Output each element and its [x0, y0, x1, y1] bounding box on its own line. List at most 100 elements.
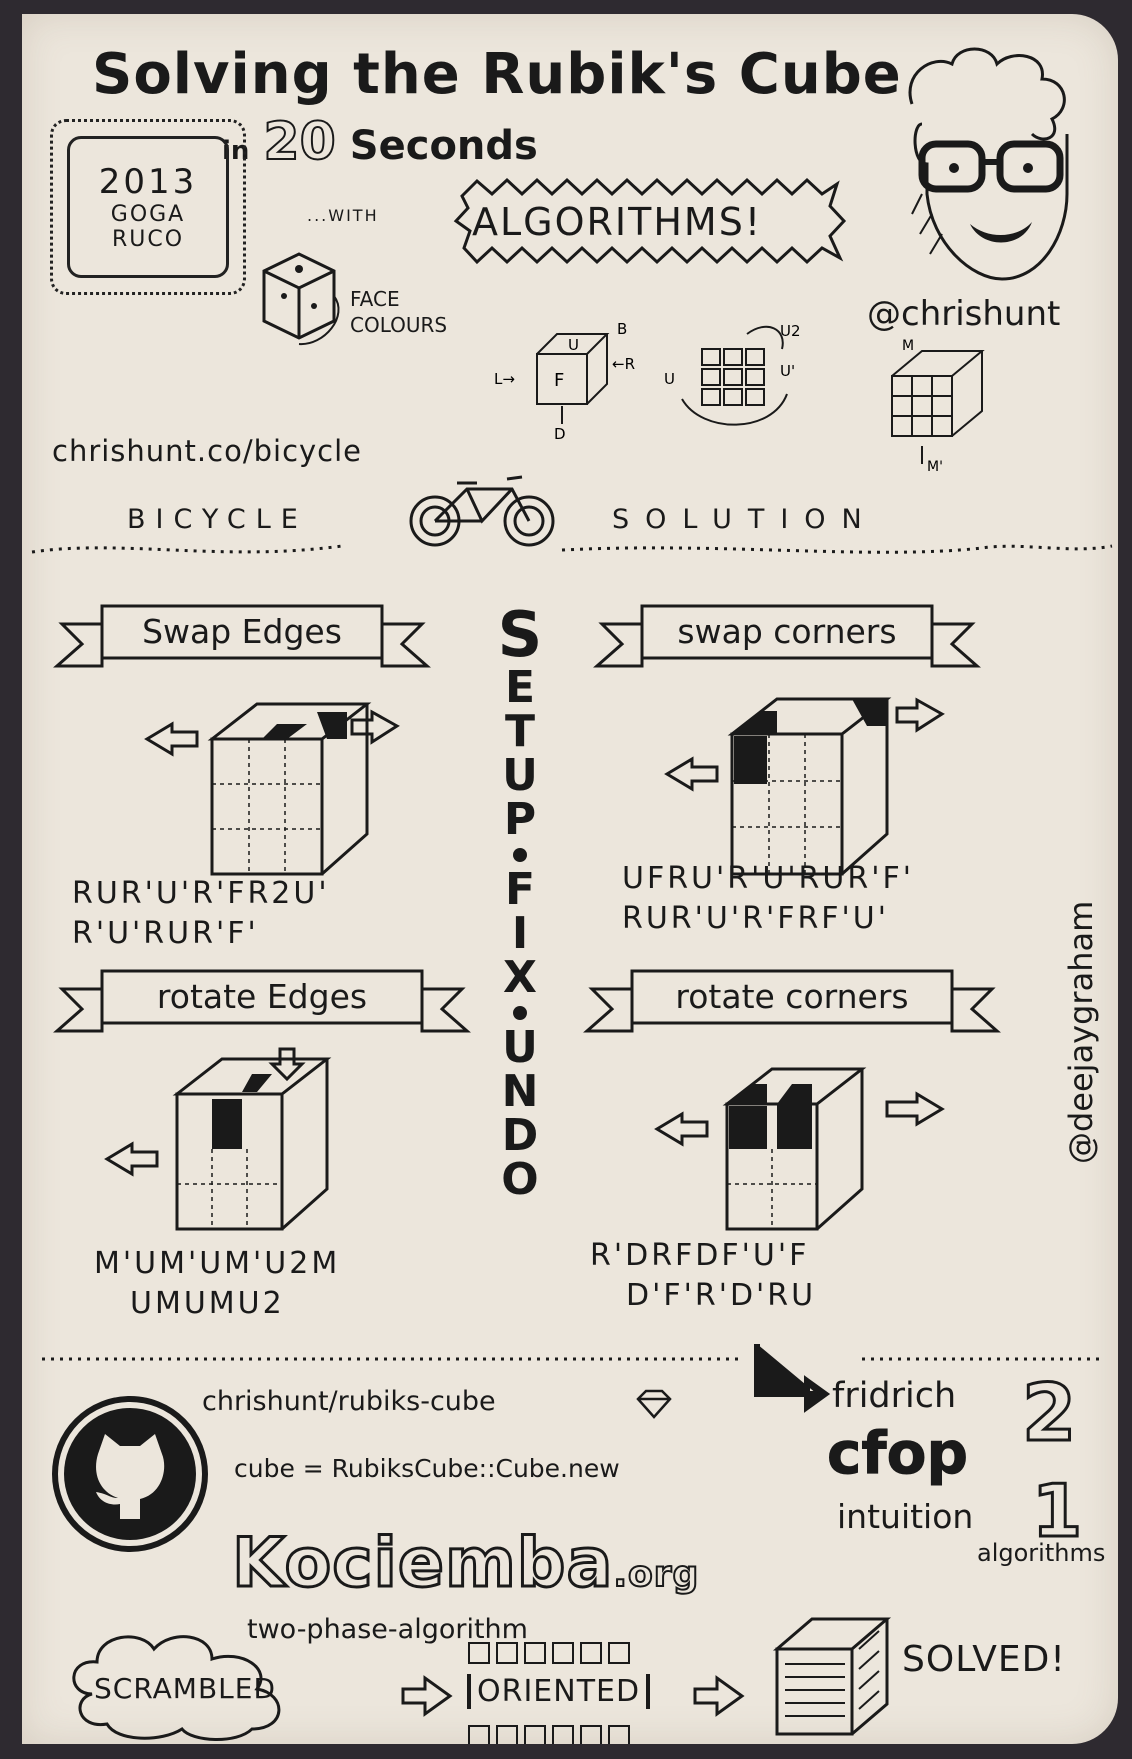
- swap-edges-label-text: Swap Edges: [142, 612, 342, 651]
- swap-edges-label: Swap Edges: [77, 592, 407, 682]
- bicycle-label: BICYCLE: [127, 504, 308, 535]
- solved-text: SOLVED!: [902, 1639, 1066, 1680]
- vertical-etup: E: [504, 662, 536, 713]
- title-number: 20: [262, 111, 336, 173]
- page-title: Solving the Rubik's Cube: [92, 42, 902, 107]
- rotate-edges-label: rotate Edges: [102, 957, 422, 1047]
- with-text: ...WITH: [307, 206, 379, 225]
- rotate-corners-label: rotate corners: [632, 957, 952, 1047]
- m-slice-cube-icon: M M': [891, 338, 985, 475]
- github-octocat-icon: [52, 1396, 208, 1552]
- move-u-prime: U': [780, 362, 795, 380]
- vertical-s: S: [497, 598, 543, 671]
- rotate-edges-algorithm: M'UM'UM'U2M UMUMU2: [94, 1244, 340, 1324]
- vertical-x: X: [503, 952, 537, 1003]
- solved-cube-icon: [772, 1617, 892, 1736]
- section-divider-top: [31, 544, 1113, 554]
- vertical-dot-2: [513, 1006, 527, 1020]
- notation-b: B: [617, 320, 627, 338]
- event-badge: 2013 GOGA RUCO: [50, 119, 246, 295]
- event-badge-inner: 2013 GOGA RUCO: [67, 136, 229, 278]
- face-notation-cube-icon: F U L→ ←R B D: [494, 320, 635, 443]
- notation-f: F: [554, 370, 564, 391]
- scrambled-text: SCRAMBLED: [94, 1672, 277, 1705]
- vertical-u2: U: [502, 1022, 538, 1073]
- bicycle-url: chrishunt.co/bicycle: [52, 434, 363, 468]
- vertical-p: P: [503, 794, 537, 845]
- notation-d: D: [554, 425, 566, 443]
- method-algorithms: algorithms: [977, 1539, 1106, 1567]
- scrambled-cloud: SCRAMBLED: [62, 1624, 362, 1744]
- method-intuition: intuition: [837, 1497, 974, 1536]
- rotate-edges-label-text: rotate Edges: [156, 977, 368, 1016]
- github-repo: chrishunt/rubiks-cube: [202, 1386, 496, 1417]
- method-number-two: 2: [1020, 1368, 1077, 1461]
- arrow-right-icon-2: [693, 1675, 745, 1717]
- oriented-squares-top: [468, 1642, 630, 1664]
- algorithms-text: ALGORITHMS!: [472, 200, 763, 244]
- rotate-corners-banner-icon: [583, 969, 1001, 1033]
- swap-edges-algo-line2: R'U'RUR'F': [72, 916, 259, 951]
- vertical-d: D: [501, 1110, 539, 1161]
- oriented-squares-bottom: [468, 1725, 630, 1744]
- vertical-f: F: [504, 864, 536, 915]
- burst-outline-icon: [453, 177, 847, 265]
- method-number-one: 1: [1030, 1468, 1083, 1555]
- face-colours-cube-icon: [262, 252, 340, 346]
- notation-l: L→: [494, 370, 515, 388]
- algorithms-burst: ALGORITHMS!: [452, 176, 847, 266]
- swap-corners-label-text: swap corners: [677, 612, 897, 651]
- u-moves-diagram-icon: U U' U2: [664, 322, 801, 426]
- gem-icon: [636, 1389, 672, 1419]
- swap-edges-cube-icon: [144, 702, 400, 876]
- vertical-i: I: [511, 908, 529, 959]
- swap-corners-algo-line1: UFRU'R'U'RUR'F': [622, 861, 914, 896]
- vertical-dot-1: [513, 848, 527, 862]
- method-fridrich: fridrich: [832, 1376, 957, 1416]
- swap-corners-algo-line2: RUR'U'R'FRF'U': [622, 901, 889, 936]
- method-arrow-icon: [754, 1344, 831, 1413]
- slice-m: M: [902, 338, 914, 354]
- rotate-edges-cube-icon: [104, 1047, 332, 1231]
- github-code: cube = RubiksCube::Cube.new: [234, 1454, 620, 1483]
- kociemba-tld: .org: [612, 1553, 700, 1596]
- swap-corners-cube-icon: [664, 697, 945, 876]
- bicycle-icon: [409, 475, 555, 547]
- notation-r: ←R: [612, 355, 635, 373]
- face-colours-line1: FACE: [350, 287, 400, 311]
- setup-fix-undo: S E T U P F I X U N D O: [490, 604, 550, 1202]
- vertical-u: U: [502, 750, 538, 801]
- artist-handle: @deejaygraham: [1062, 900, 1100, 1164]
- rotate-corners-algorithm: R'DRFDF'U'F D'F'R'D'RU: [590, 1236, 816, 1316]
- two-phase-algorithm: two-phase-algorithm: [247, 1614, 528, 1645]
- rotate-edges-algo-line1: M'UM'UM'U2M: [94, 1246, 341, 1281]
- presenter-face: [882, 44, 1092, 289]
- vertical-t: T: [504, 706, 535, 757]
- cloud-icon: [72, 1635, 281, 1741]
- rotate-edges-banner-icon: [53, 969, 471, 1033]
- slice-m-prime: M': [927, 459, 943, 475]
- vertical-o: O: [501, 1154, 539, 1205]
- arrow-right-icon-1: [401, 1675, 453, 1717]
- rotate-corners-algo-line2: D'F'R'D'RU: [626, 1278, 817, 1313]
- title-seconds: Seconds: [349, 123, 538, 169]
- swap-corners-algorithm: UFRU'R'U'RUR'F' RUR'U'R'FRF'U': [622, 859, 914, 939]
- swap-edges-algo-line1: RUR'U'R'FR2U': [72, 876, 330, 911]
- swap-corners-label: swap corners: [642, 592, 932, 682]
- move-u: U: [664, 370, 675, 388]
- oriented-text: ORIENTED: [467, 1674, 651, 1709]
- vertical-n: N: [501, 1066, 539, 1117]
- method-cfop: cfop: [827, 1419, 969, 1488]
- rotate-corners-algo-line1: R'DRFDF'U'F: [590, 1238, 810, 1273]
- event-name-1: GOGA: [110, 202, 186, 227]
- swap-edges-algorithm: RUR'U'R'FR2U' R'U'RUR'F': [72, 874, 330, 954]
- face-colours-line2: COLOURS: [350, 313, 448, 337]
- event-name-2: RUCO: [111, 227, 185, 252]
- kociemba-site: Kociemba.org: [230, 1523, 700, 1605]
- solution-label: SOLUTION: [612, 504, 878, 535]
- presenter-face-icon: [908, 47, 1069, 281]
- kociemba-name: Kociemba: [230, 1523, 614, 1605]
- face-colours-label: FACE COLOURS: [350, 286, 447, 338]
